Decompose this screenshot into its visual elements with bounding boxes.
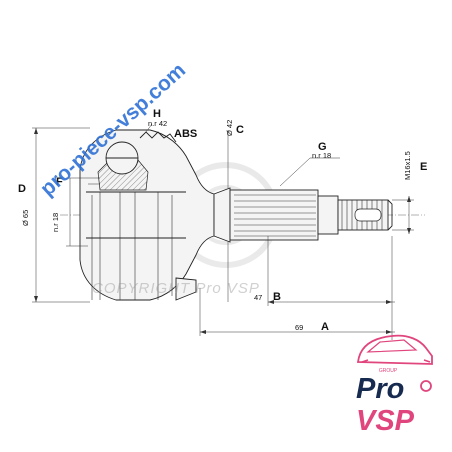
label-c: C (236, 124, 244, 136)
label-f: F (56, 176, 63, 188)
cv-joint-shaft (213, 187, 393, 243)
dimension-a-length: 69 (295, 323, 303, 332)
dimension-f-teeth: n.r 18 (51, 213, 60, 232)
dimension-lines (32, 123, 414, 340)
copyright-watermark: COPYRIGHT Pro VSP (92, 280, 260, 297)
dimension-g-teeth: n.r 18 (312, 151, 331, 160)
dimension-d-diameter: Ø 65 (21, 210, 30, 226)
label-h: H (153, 108, 161, 120)
dimension-b-length: 47 (254, 293, 262, 302)
dimension-h-teeth: n.r 42 (148, 119, 167, 128)
dimension-e-thread: M16x1.5 (403, 151, 412, 180)
logo-vsp-text: VSP (356, 405, 415, 437)
label-d: D (18, 183, 26, 195)
label-g: G (318, 141, 327, 153)
label-e: E (420, 161, 427, 173)
label-abs: ABS (174, 128, 197, 140)
pro-vsp-logo: GROUP Pro VSP (356, 334, 433, 437)
logo-dot-icon (420, 380, 432, 392)
car-icon (356, 334, 433, 365)
label-b: B (273, 291, 281, 303)
label-a: A (321, 321, 329, 333)
dimension-c-diameter: Ø 42 (225, 120, 234, 136)
cv-joint-housing (79, 129, 215, 301)
logo-group-text: GROUP (379, 368, 398, 374)
logo-pro-text: Pro (356, 373, 404, 405)
